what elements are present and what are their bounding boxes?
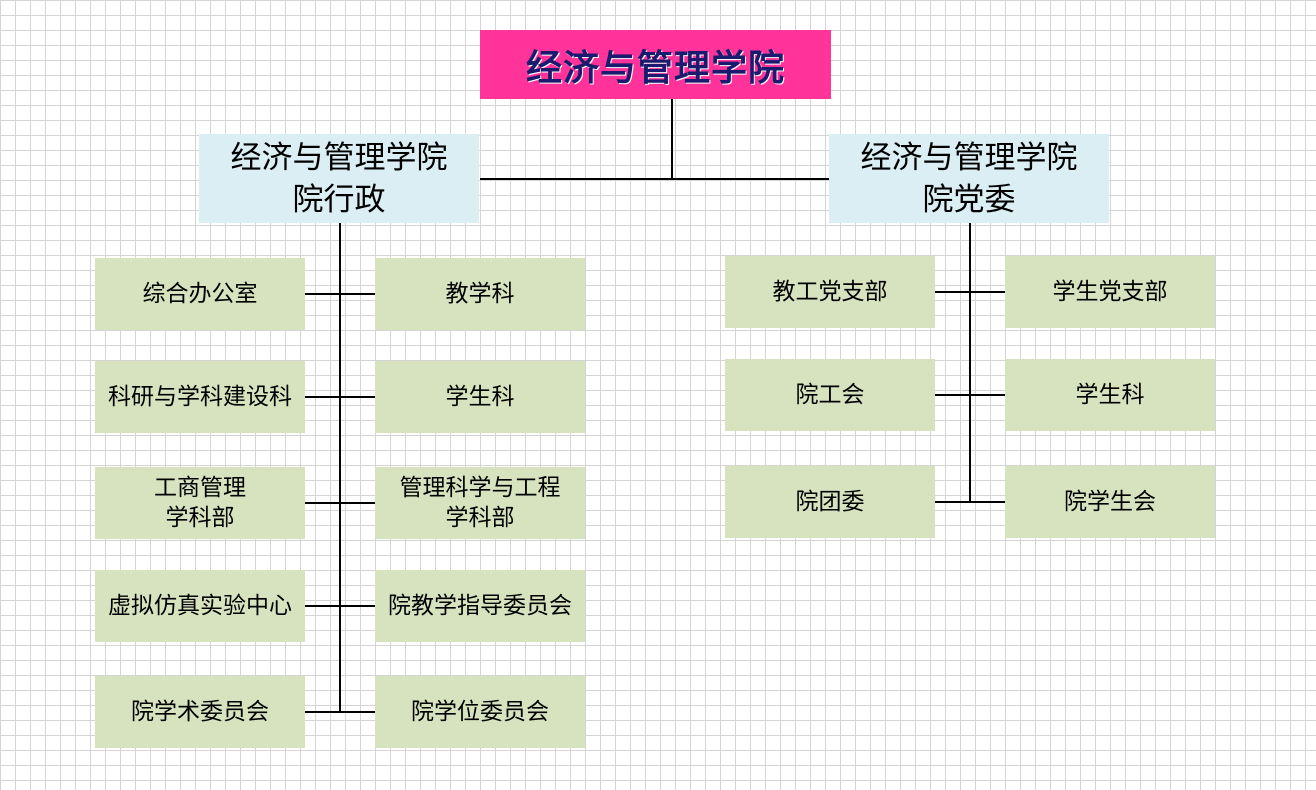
party-node: 经济与管理学院 院党委: [829, 134, 1109, 223]
unit-label: 综合办公室: [142, 281, 258, 307]
root-title: 经济与管理学院: [525, 47, 785, 89]
party-unit-student-affairs: 学生科: [1005, 359, 1215, 431]
connector-admin-row-5: [304, 711, 375, 713]
connector-admin-row-2: [304, 396, 375, 398]
admin-unit-teaching-committee: 院教学指导委员会: [375, 570, 585, 642]
admin-node: 经济与管理学院 院行政: [199, 134, 479, 223]
unit-label: 院教学指导委员会: [388, 593, 572, 619]
unit-label: 院学位委员会: [411, 699, 549, 725]
admin-unit-student-affairs: 学生科: [375, 361, 585, 433]
party-title-line1: 经济与管理学院: [860, 139, 1078, 176]
unit-label: 院学术委员会: [131, 699, 269, 725]
connector-admin-row-1: [304, 293, 375, 295]
unit-label-line1: 工商管理: [154, 475, 246, 501]
party-unit-faculty-branch: 教工党支部: [725, 256, 935, 328]
connector-party-spine: [969, 223, 971, 503]
connector-party-row-1: [934, 291, 1005, 293]
admin-unit-teaching: 教学科: [375, 258, 585, 330]
party-title-line2: 院党委: [922, 181, 1016, 218]
connector-root-down: [671, 99, 673, 179]
party-unit-youth-league: 院团委: [725, 466, 935, 538]
party-unit-student-union: 院学生会: [1005, 466, 1215, 538]
unit-label: 科研与学科建设科: [108, 384, 292, 410]
connector-admin-row-4: [304, 605, 375, 607]
unit-label: 院团委: [795, 489, 865, 515]
unit-label-line1: 管理科学与工程: [399, 475, 561, 501]
admin-title-line2: 院行政: [292, 181, 386, 218]
unit-label: 院学生会: [1064, 489, 1156, 515]
unit-label: 教工党支部: [772, 279, 888, 305]
connector-branch-bar: [480, 178, 830, 180]
unit-label: 学生科: [445, 384, 515, 410]
admin-unit-research: 科研与学科建设科: [95, 361, 305, 433]
root-node: 经济与管理学院: [480, 30, 831, 99]
unit-label: 院工会: [795, 382, 865, 408]
connector-admin-spine: [339, 223, 341, 713]
unit-label: 学生科: [1075, 382, 1145, 408]
party-unit-labor-union: 院工会: [725, 359, 935, 431]
unit-label: 虚拟仿真实验中心: [108, 593, 292, 619]
unit-label: 教学科: [445, 281, 515, 307]
admin-unit-general-office: 综合办公室: [95, 258, 305, 330]
admin-unit-management-science: 管理科学与工程 学科部: [375, 467, 585, 539]
admin-unit-academic-committee: 院学术委员会: [95, 676, 305, 748]
party-unit-student-branch: 学生党支部: [1005, 256, 1215, 328]
connector-admin-row-3: [304, 502, 375, 504]
connector-party-row-3: [934, 501, 1005, 503]
admin-unit-business-admin: 工商管理 学科部: [95, 467, 305, 539]
admin-unit-degree-committee: 院学位委员会: [375, 676, 585, 748]
connector-party-row-2: [934, 394, 1005, 396]
unit-label-line2: 学科部: [445, 505, 515, 531]
admin-title-line1: 经济与管理学院: [230, 139, 448, 176]
admin-unit-virtual-lab: 虚拟仿真实验中心: [95, 570, 305, 642]
unit-label-line2: 学科部: [165, 505, 235, 531]
unit-label: 学生党支部: [1052, 279, 1168, 305]
